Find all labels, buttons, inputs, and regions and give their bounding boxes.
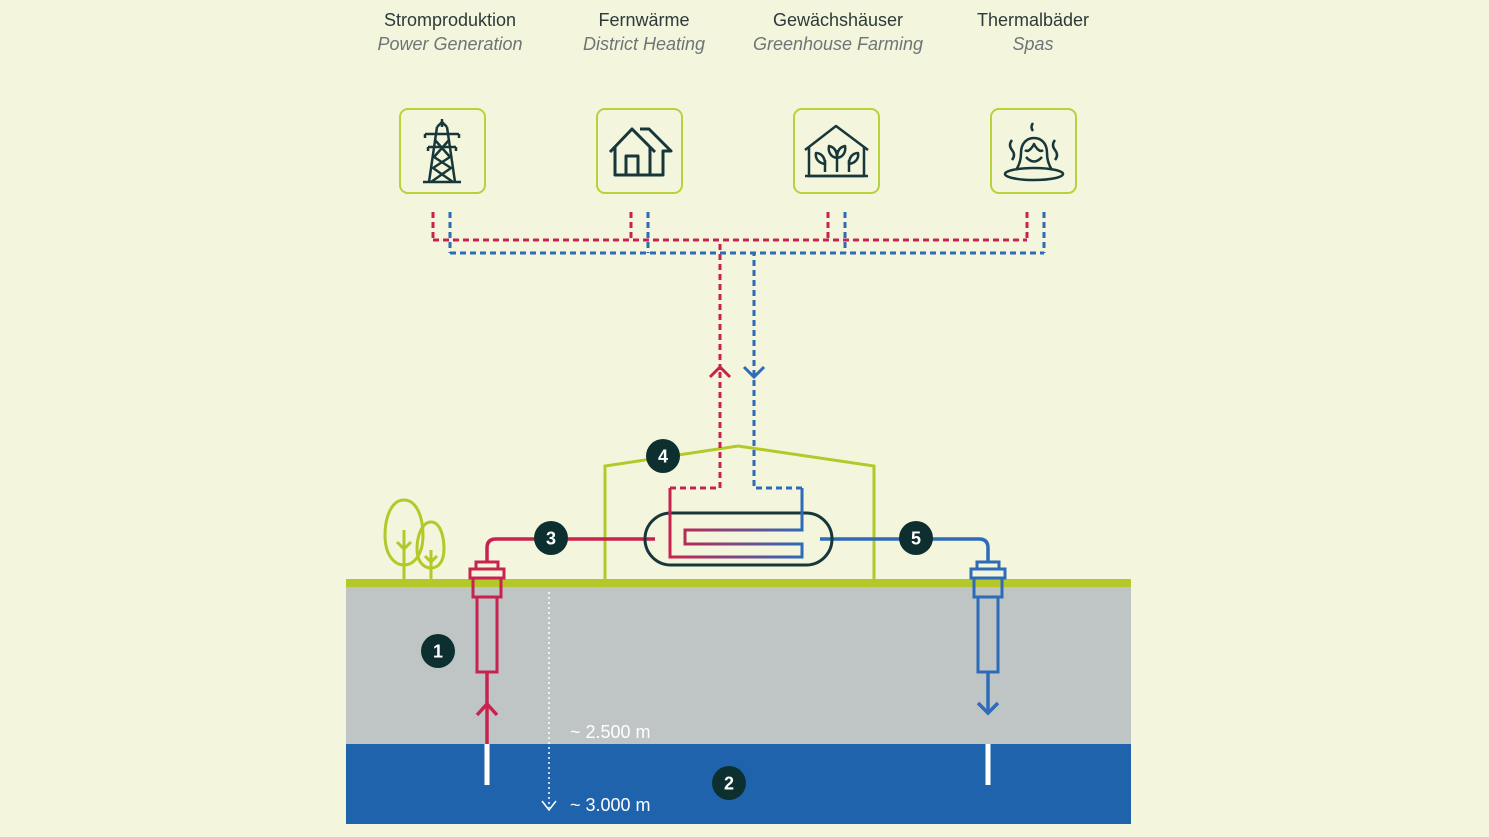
depth-arrow-icon xyxy=(541,800,557,812)
category-title-de: Fernwärme xyxy=(598,10,690,30)
category-power-generation: Stromproduktion Power Generation xyxy=(355,8,545,56)
category-title-en: Power Generation xyxy=(377,34,523,54)
marker-3-label: 3 xyxy=(546,529,556,549)
category-spas: Thermalbäder Spas xyxy=(938,8,1128,56)
icon-box-heating xyxy=(596,108,683,194)
category-title-de: Stromproduktion xyxy=(383,10,517,30)
marker-1-label: 1 xyxy=(433,642,443,662)
cold-flow-arrow-icon xyxy=(742,365,766,380)
depth-label-deep: ~ 3.000 m xyxy=(570,795,651,815)
hot-flow-arrow-icon xyxy=(708,364,732,379)
injection-well xyxy=(820,537,1007,785)
greenhouse-icon xyxy=(804,124,869,178)
icon-box-greenhouse xyxy=(793,108,880,194)
category-title-de: Gewächshäuser xyxy=(772,10,904,30)
marker-5-label: 5 xyxy=(911,529,921,549)
category-district-heating: Fernwärme District Heating xyxy=(549,8,739,56)
icon-box-spa xyxy=(990,108,1077,194)
category-title-de: Thermalbäder xyxy=(976,10,1090,30)
category-title-en: Spas xyxy=(1012,34,1054,54)
heat-exchanger xyxy=(643,488,834,567)
ground-layer xyxy=(346,586,1131,744)
marker-4-label: 4 xyxy=(658,447,668,467)
marker-3: 3 xyxy=(534,521,568,555)
category-title-en: District Heating xyxy=(582,34,706,54)
marker-2-label: 2 xyxy=(724,774,734,794)
marker-5: 5 xyxy=(899,521,933,555)
houses-icon xyxy=(608,127,673,177)
spa-bather-icon xyxy=(1003,122,1065,182)
power-pylon-icon xyxy=(423,119,461,184)
category-greenhouse-farming: Gewächshäuser Greenhouse Farming xyxy=(743,8,933,56)
hot-distribution-line xyxy=(431,212,1029,490)
trees-icon xyxy=(383,498,446,580)
category-title-en: Greenhouse Farming xyxy=(752,34,924,54)
cold-distribution-line xyxy=(448,212,1046,490)
marker-2: 2 xyxy=(712,766,746,800)
marker-4: 4 xyxy=(646,439,680,473)
production-well xyxy=(468,537,655,785)
plant-building xyxy=(603,444,876,580)
icon-box-power xyxy=(399,108,486,194)
depth-label-shallow: ~ 2.500 m xyxy=(570,722,651,742)
marker-1: 1 xyxy=(421,634,455,668)
surface-line xyxy=(346,579,1131,587)
